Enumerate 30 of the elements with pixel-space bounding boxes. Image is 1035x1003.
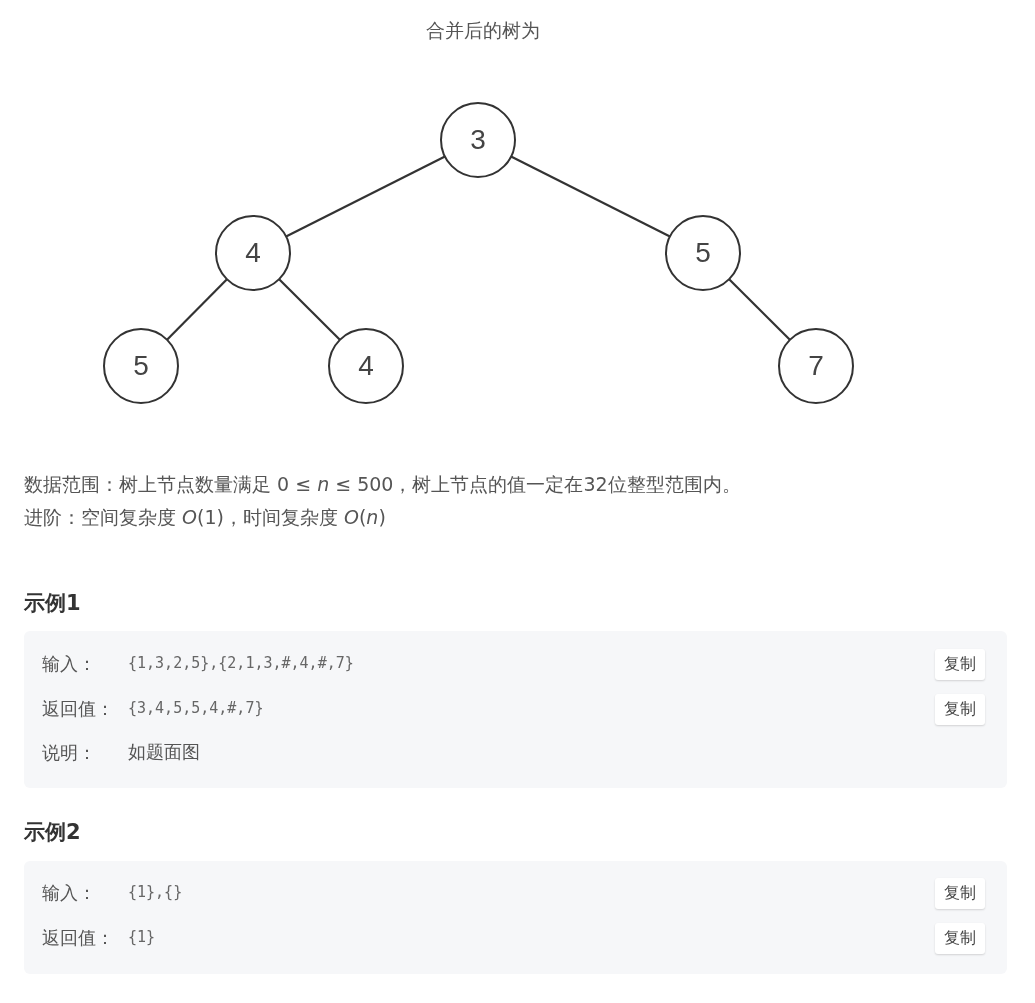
description-text: 进阶：空间复杂度 O(1)，时间复杂度 O(n) [24, 505, 386, 530]
title: 合并后的树为 [425, 18, 541, 43]
field-label: 说明： [42, 741, 96, 765]
copy-button: 复制 [935, 649, 985, 680]
field-label: 返回值： [42, 926, 114, 950]
tree-node: 7 [778, 328, 854, 404]
copy-button: 复制 [935, 878, 985, 909]
copy-button: 复制 [935, 923, 985, 954]
tree-node: 3 [440, 102, 516, 178]
tree-node: 5 [103, 328, 179, 404]
tree-node: 4 [215, 215, 291, 291]
code-text: {1} [128, 928, 156, 946]
tree-node: 5 [665, 215, 741, 291]
field-label: 输入： [42, 652, 96, 676]
section-heading: 示例2 [24, 819, 81, 846]
tree-edge [285, 155, 446, 238]
field-label: 返回值： [42, 697, 114, 721]
copy-button: 复制 [935, 694, 985, 725]
tree-node: 4 [328, 328, 404, 404]
code-text: {1,3,2,5},{2,1,3,#,4,#,7} [128, 654, 354, 672]
field-label: 输入： [42, 881, 96, 905]
description-text: 数据范围：树上节点数量满足 0 ≤ n ≤ 500，树上节点的值一定在32位整型范围内。 [24, 472, 741, 497]
explanation-text: 如题面图 [128, 740, 200, 764]
code-text: {1},{} [128, 883, 183, 901]
section-heading: 示例1 [24, 590, 81, 617]
code-text: {3,4,5,5,4,#,7} [128, 699, 264, 717]
tree-edge [510, 155, 671, 238]
tree-edge [728, 278, 791, 341]
tree-edge [278, 278, 341, 341]
tree-edge [166, 278, 228, 341]
